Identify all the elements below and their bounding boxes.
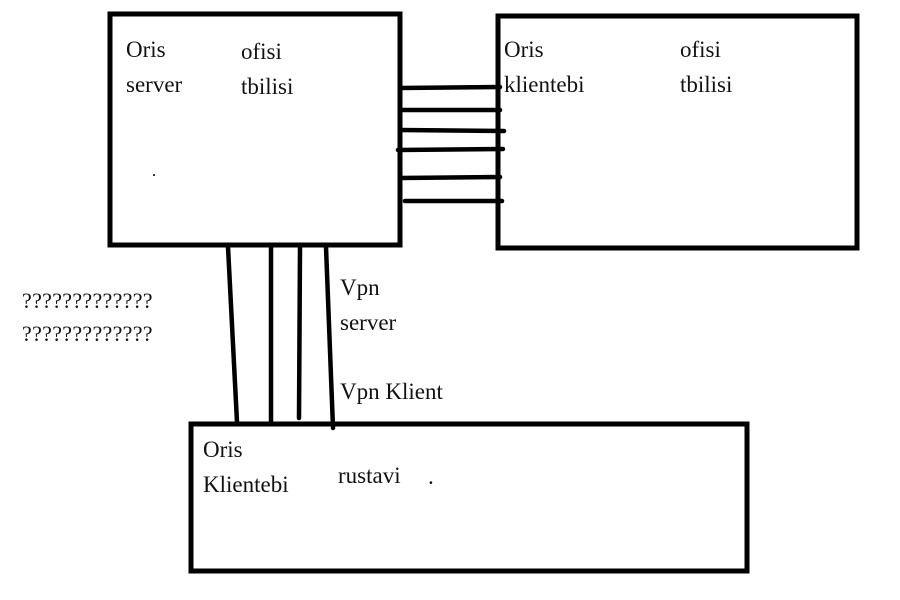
clients-tbilisi-location-line2: tbilisi <box>680 72 733 97</box>
link-line <box>225 244 240 425</box>
clients-rustavi-label-line1: Oris <box>203 437 243 462</box>
server-location-line2: tbilisi <box>241 74 294 99</box>
clients-rustavi-location: rustavi <box>338 463 401 488</box>
link-line <box>397 84 503 91</box>
box-clients-rustavi <box>188 421 750 574</box>
vpn-client-label: Vpn Klient <box>340 379 443 404</box>
server-label: Oris server <box>126 32 182 102</box>
question-line1: ????????????? <box>22 288 153 313</box>
clients-tbilisi-location: ofisi tbilisi <box>680 32 732 102</box>
link-line <box>323 244 336 431</box>
server-location: ofisi tbilisi <box>241 34 293 104</box>
server-label-line2: server <box>126 72 183 97</box>
vpn-server-line1: Vpn <box>340 275 380 300</box>
links-server-to-tbilisi-clients <box>395 84 507 204</box>
server-location-line1: ofisi <box>241 39 282 64</box>
clients-tbilisi-label-line2: klientebi <box>504 72 585 97</box>
vpn-server-line2: server <box>340 310 397 335</box>
clients-tbilisi-label: Oris klientebi <box>504 32 584 102</box>
clients-tbilisi-location-line1: ofisi <box>680 37 721 62</box>
server-label-line1: Oris <box>126 37 166 62</box>
clients-rustavi-label-line2: Klientebi <box>203 472 289 497</box>
link-line <box>296 244 303 421</box>
stray-dot-mark <box>153 174 155 176</box>
question-line2: ????????????? <box>22 321 153 346</box>
clients-rustavi-label: Oris Klientebi <box>203 432 289 502</box>
links-server-to-rustavi <box>225 244 336 431</box>
link-line <box>395 146 506 153</box>
vpn-server-label: Vpn server <box>340 270 396 340</box>
link-line <box>397 127 507 134</box>
clients-tbilisi-label-line1: Oris <box>504 37 544 62</box>
clients-rustavi-trailing-dot: . <box>428 464 434 489</box>
question-annotation: ????????????? ????????????? <box>22 284 153 350</box>
link-line <box>397 174 503 181</box>
